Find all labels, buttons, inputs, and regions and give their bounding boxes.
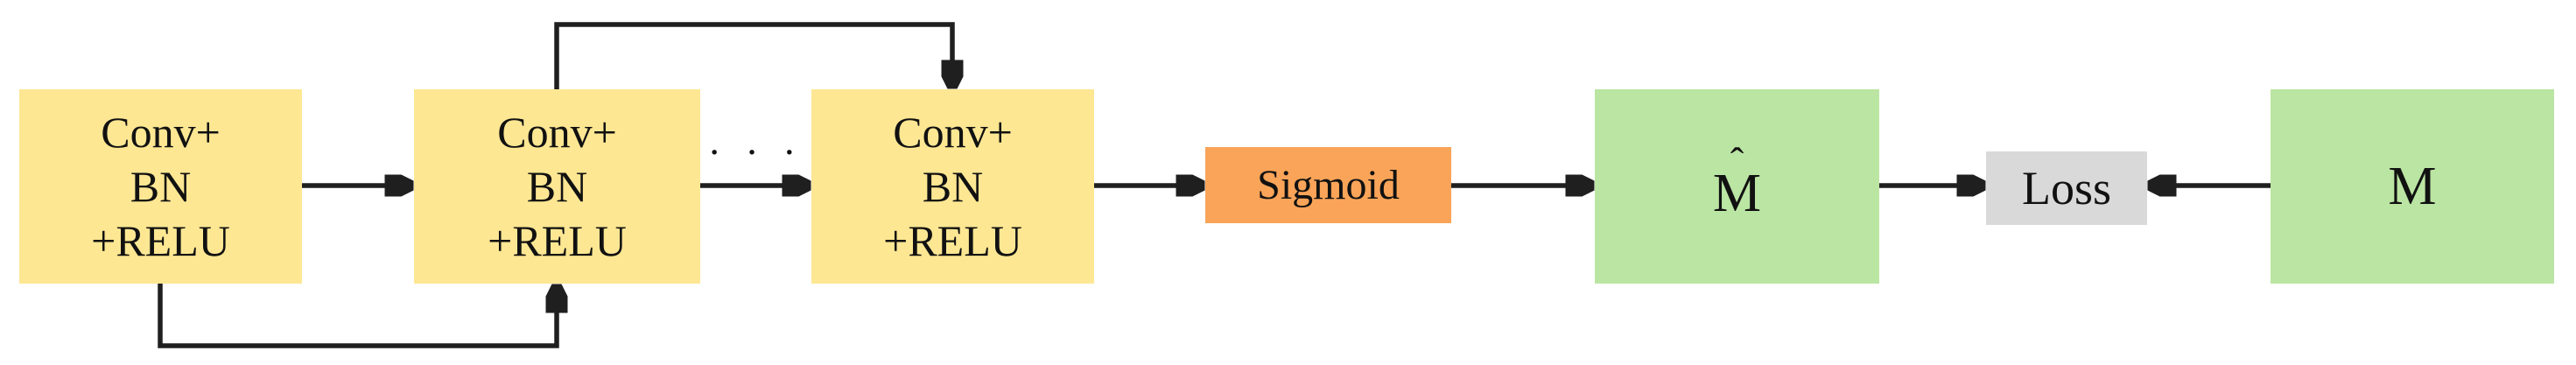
conv-block-line: +RELU	[883, 216, 1022, 265]
ground-truth-mask-label: M	[2388, 157, 2437, 216]
conv-block-line: BN	[526, 162, 588, 211]
conv-bn-relu-block-2: Conv+ BN +RELU	[414, 89, 700, 284]
conv-block-line: Conv+	[101, 108, 221, 157]
sigmoid-label: Sigmoid	[1257, 161, 1400, 208]
sigmoid-block: Sigmoid	[1205, 147, 1451, 223]
conv-bn-relu-block-1: Conv+ BN +RELU	[19, 89, 302, 284]
conv-block-line: BN	[922, 162, 984, 211]
predicted-mask-label: M	[1712, 164, 1762, 223]
conv-block-line: Conv+	[893, 108, 1013, 157]
loss-block: Loss	[1986, 151, 2147, 225]
conv-block-line: +RELU	[91, 216, 230, 265]
conv-block-line: Conv+	[497, 108, 617, 157]
loss-label: Loss	[2021, 162, 2111, 214]
repeat-ellipsis: · · ·	[707, 130, 804, 174]
conv-block-line: BN	[130, 162, 192, 211]
skip-connection-bottom	[158, 282, 557, 348]
skip-connection-top	[554, 22, 952, 89]
conv-bn-relu-block-3: Conv+ BN +RELU	[811, 89, 1094, 284]
ground-truth-mask-block: M	[2271, 89, 2554, 284]
predicted-mask-block: ˆ M	[1595, 89, 1879, 284]
hat-symbol: ˆ	[1730, 139, 1744, 184]
conv-block-line: +RELU	[488, 216, 627, 265]
